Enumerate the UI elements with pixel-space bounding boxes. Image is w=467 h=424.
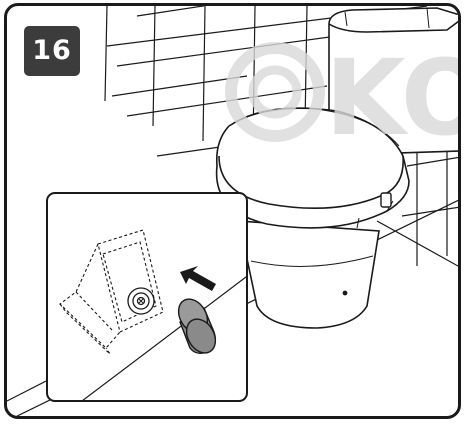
watermark-text: KO xyxy=(325,37,461,159)
watermark: KO xyxy=(225,37,461,159)
inset-floor-line xyxy=(82,276,246,400)
bolt-head-icon xyxy=(127,287,155,315)
cover-cap-icon xyxy=(177,298,217,355)
toilet-side-cap xyxy=(380,192,392,208)
dashed-bracket xyxy=(59,229,164,355)
wall-tile-lines-right xyxy=(401,96,458,266)
toilet-pedestal xyxy=(237,220,380,329)
detail-inset xyxy=(46,192,248,402)
cistern xyxy=(328,7,458,155)
arrow-up-left-icon xyxy=(180,266,216,291)
toilet-scene xyxy=(7,6,458,416)
step-number-badge: 16 xyxy=(24,26,80,76)
diagram-frame: KO 16 xyxy=(4,3,461,419)
